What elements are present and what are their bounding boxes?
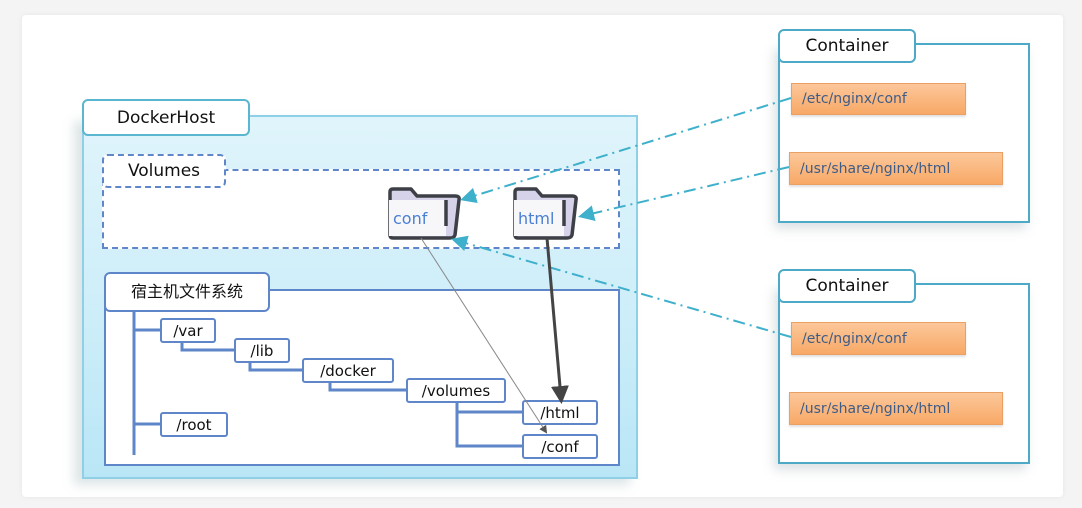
fs-node-html: /html xyxy=(522,400,598,425)
host-filesystem-label: 宿主机文件系统 xyxy=(104,272,270,312)
container-1-path-conf: /etc/nginx/conf xyxy=(791,83,966,115)
fs-node-conf: /conf xyxy=(522,434,598,459)
container-2-path-conf: /etc/nginx/conf xyxy=(791,322,966,355)
fs-node-docker: /docker xyxy=(302,358,394,383)
container-2-label: Container xyxy=(778,269,916,303)
container-2-path-html: /usr/share/nginx/html xyxy=(789,392,1003,425)
fs-node-lib: /lib xyxy=(234,338,290,363)
container-1-label: Container xyxy=(778,29,916,63)
fs-node-volumes: /volumes xyxy=(406,378,506,403)
container-2-frame xyxy=(778,283,1030,464)
container-1-frame xyxy=(778,43,1030,223)
dockerhost-label: DockerHost xyxy=(82,99,250,136)
volumes-label: Volumes xyxy=(102,154,226,188)
container-1-path-html: /usr/share/nginx/html xyxy=(789,152,1003,185)
fs-node-root: /root xyxy=(160,412,228,437)
fs-node-var: /var xyxy=(160,318,216,343)
